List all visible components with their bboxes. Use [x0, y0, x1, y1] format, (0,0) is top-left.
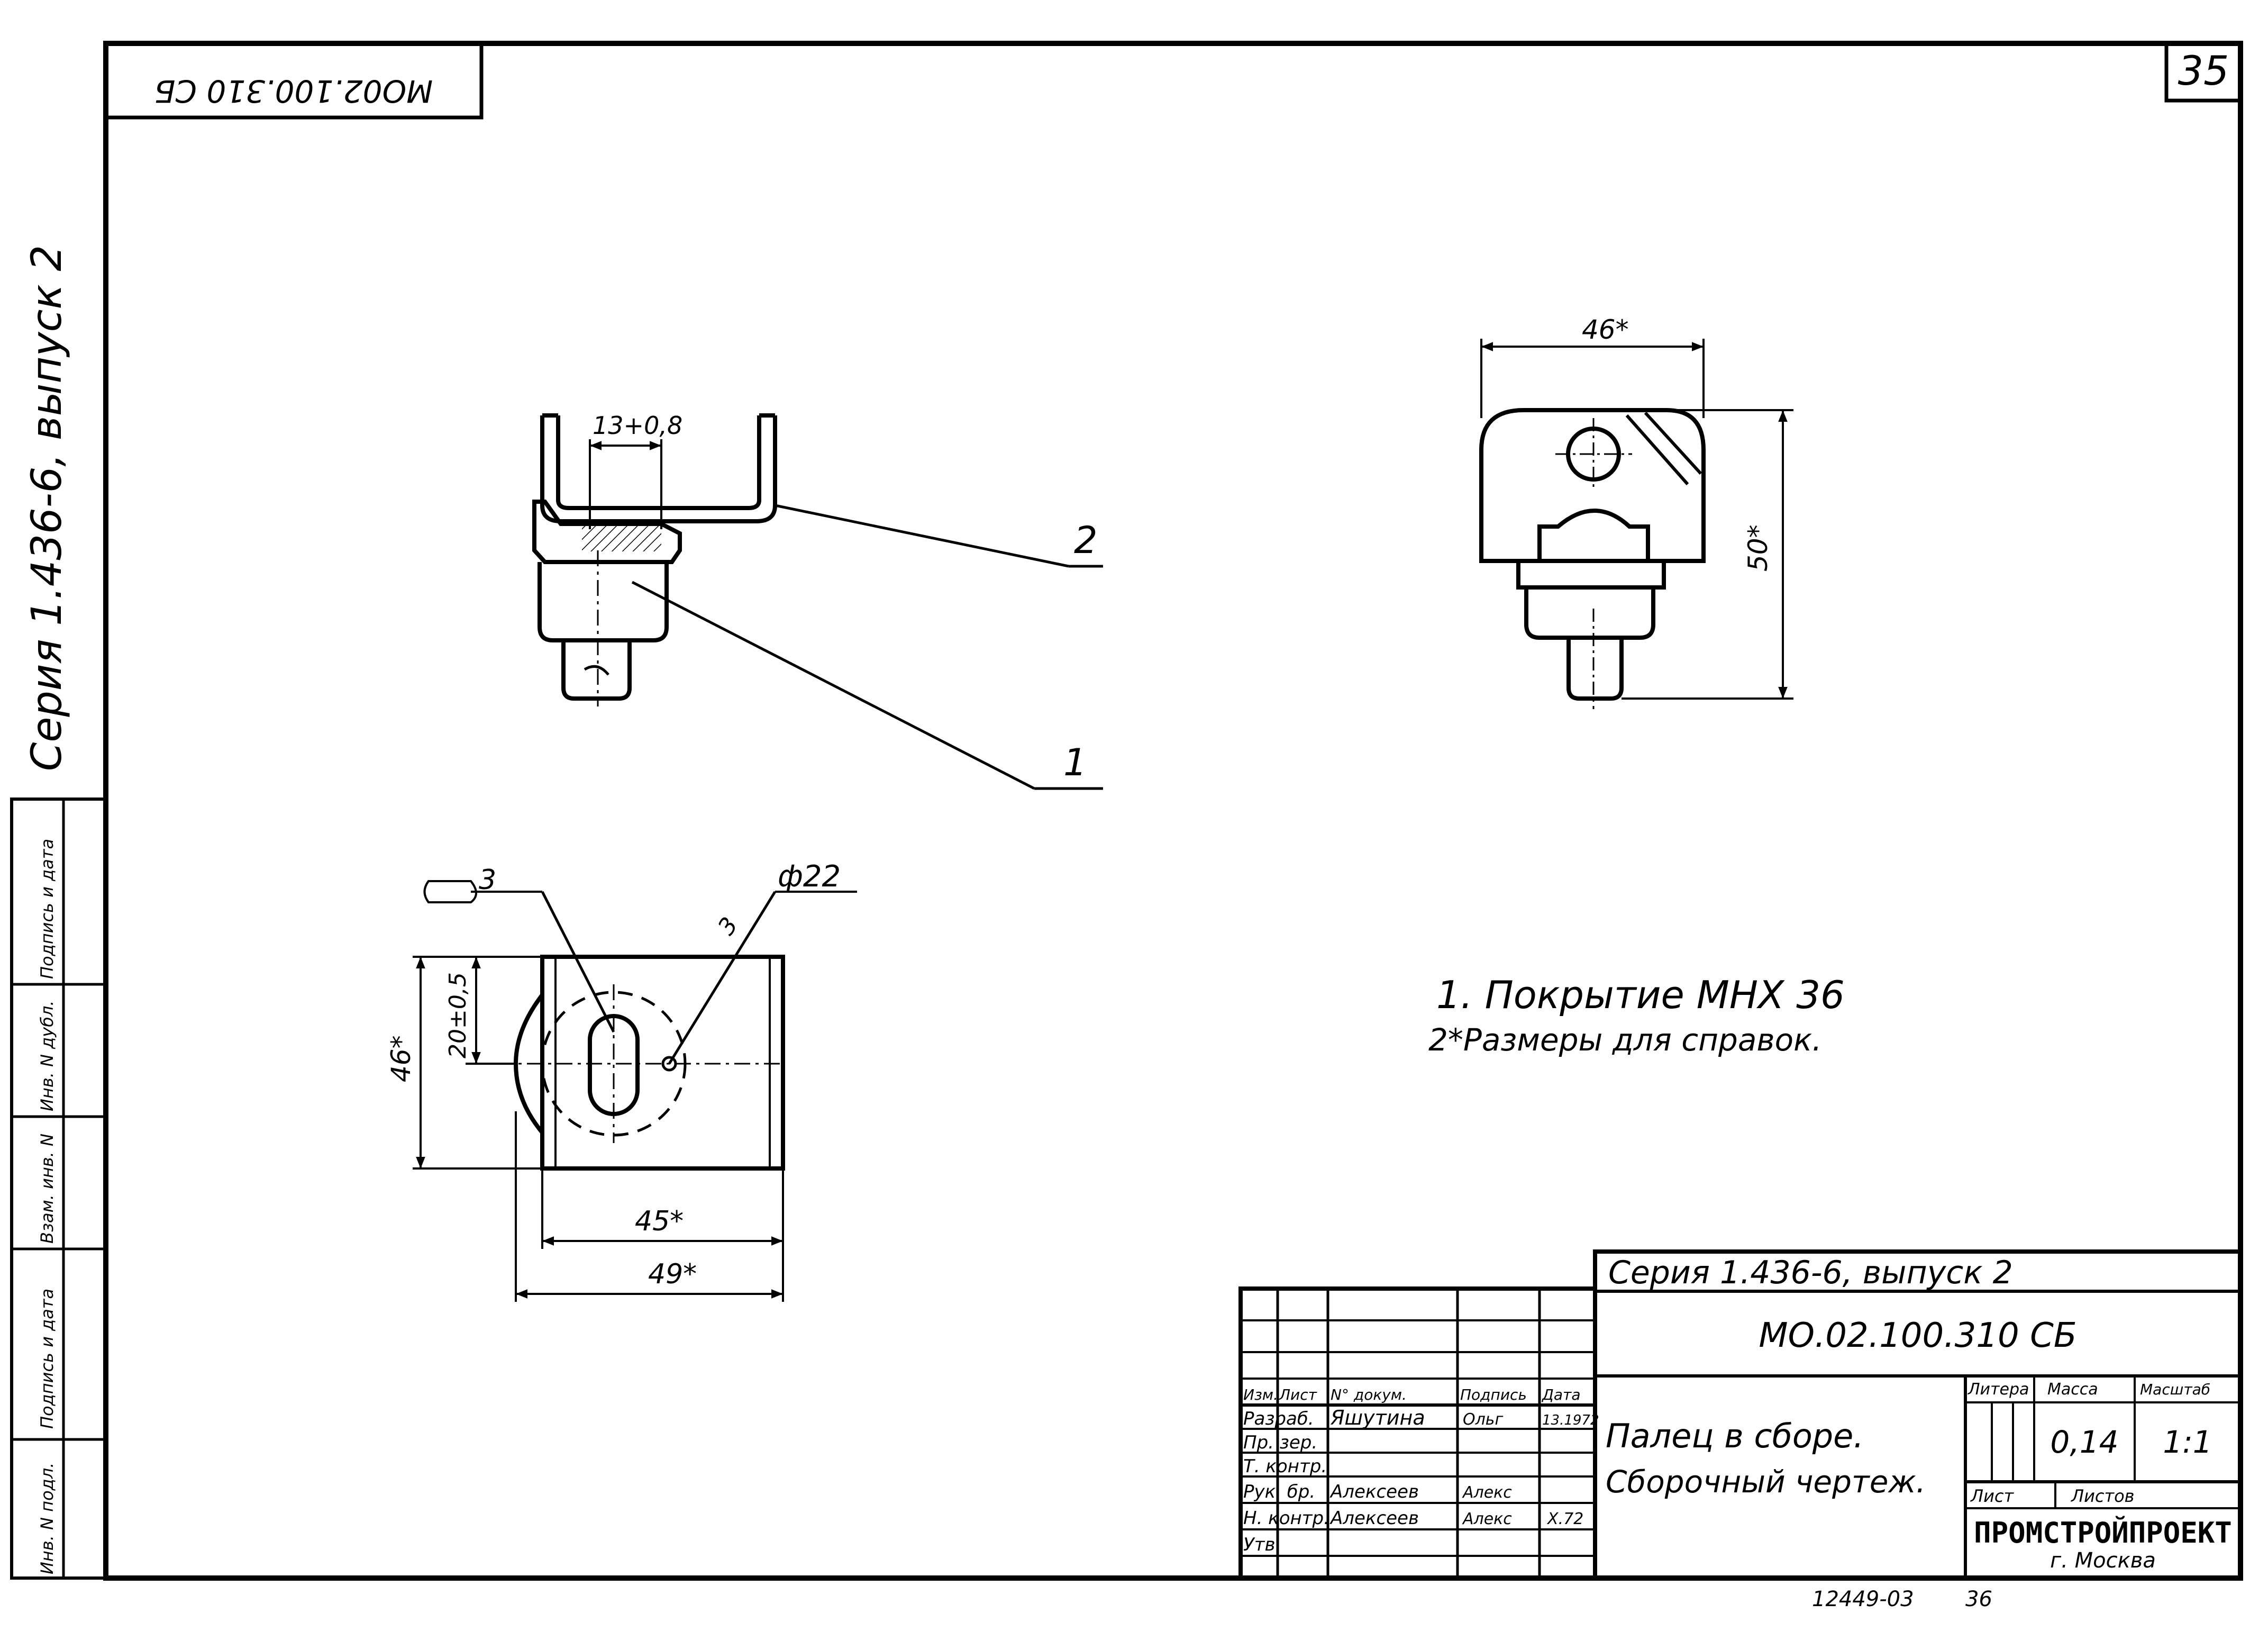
sheet-label: Лист — [1970, 1486, 2014, 1506]
row-role: Т. контр. — [1243, 1456, 1327, 1477]
row-name: Алексеев — [1329, 1508, 1419, 1529]
title-name-line-1: Палец в сборе. — [1606, 1417, 1864, 1455]
page-number: 35 — [2178, 47, 2229, 94]
side-strip-label-5: Подпись и дата — [37, 839, 57, 979]
col-header-izm: Изм. — [1243, 1386, 1278, 1403]
row-date: 13.1972 — [1542, 1412, 1599, 1428]
row-role: Разраб. — [1243, 1408, 1314, 1429]
hole-weld-label: 3 — [713, 912, 743, 940]
side-strip-label-3: Взам. инв. N — [37, 1134, 57, 1244]
col-header-list: Лист — [1279, 1386, 1317, 1403]
row-sign: Алекс — [1462, 1483, 1512, 1502]
row-sign: Ольг — [1463, 1410, 1503, 1429]
plan-outer-width-dimension: 49* — [648, 1258, 697, 1290]
bottom-number: 36 — [1965, 1587, 1992, 1611]
front-view — [532, 413, 1103, 790]
scale-value: 1:1 — [2163, 1424, 2212, 1460]
organization-city: г. Москва — [2050, 1548, 2156, 1573]
note-line-1: 1. Покрытие МНХ 36 — [1436, 973, 1845, 1017]
title-block — [1238, 1249, 2243, 1580]
plan-view — [413, 880, 857, 1302]
side-height-dimension: 50* — [1743, 524, 1773, 572]
callout-part-1: 1 — [1063, 741, 1087, 784]
side-strip-label-4: Инв. N дубл. — [37, 1000, 57, 1111]
row-name: Алексеев — [1329, 1481, 1419, 1502]
note-line-2: 2*Размеры для справок. — [1428, 1022, 1822, 1058]
side-width-dimension: 46* — [1582, 314, 1629, 345]
col-header-date: Дата — [1541, 1386, 1581, 1403]
lit-label: Литера — [1968, 1380, 2029, 1399]
hole-diameter-label: ф22 — [778, 859, 841, 894]
row-role: Пр. зер. — [1243, 1432, 1317, 1453]
mass-label: Масса — [2047, 1380, 2098, 1399]
side-strip — [10, 798, 107, 1580]
col-header-sign: Подпись — [1460, 1386, 1527, 1403]
row-date: X.72 — [1546, 1510, 1583, 1528]
title-designation: МО.02.100.310 СБ — [1759, 1316, 2076, 1355]
callout-part-2: 2 — [1074, 519, 1098, 562]
mass-value: 0,14 — [2050, 1424, 2118, 1460]
bottom-code: 12449-03 — [1812, 1587, 1914, 1611]
plan-height-dimension: 46* — [386, 1035, 416, 1082]
sheets-label: Листов — [2071, 1486, 2135, 1506]
title-name-line-2: Сборочный чертеж. — [1606, 1464, 1926, 1500]
plan-inner-width-dimension: 45* — [635, 1206, 684, 1237]
front-slot-dimension: 13+0,8 — [593, 411, 682, 440]
weld-symbol-label: 3 — [479, 864, 496, 896]
title-block-rows: Разраб. Яшутина Ольг 13.1972 Пр. зер. Т.… — [1243, 1406, 1599, 1555]
plan-offset-dimension: 20±0,5 — [444, 972, 471, 1058]
row-role: Рук. бр. — [1243, 1481, 1315, 1502]
row-name: Яшутина — [1330, 1406, 1425, 1429]
scale-label: Масштаб — [2140, 1381, 2210, 1398]
row-role: Н. контр. — [1243, 1508, 1329, 1529]
organization-name: ПРОМСТРОЙПРОЕКТ — [1974, 1516, 2232, 1550]
col-header-doc: N° докум. — [1331, 1386, 1407, 1403]
side-strip-label-1: Инв. N подл. — [37, 1463, 57, 1574]
side-strip-label-2: Подпись и дата — [37, 1289, 57, 1429]
row-sign: Алекс — [1462, 1510, 1512, 1528]
stamp-top-left: МО02.100.310 СБ — [154, 73, 433, 109]
row-role: Утв. — [1243, 1534, 1281, 1555]
side-view — [1479, 339, 1793, 709]
side-series-label: Серия 1.436-6, выпуск 2 — [23, 245, 71, 771]
title-series: Серия 1.436-6, выпуск 2 — [1608, 1254, 2013, 1291]
